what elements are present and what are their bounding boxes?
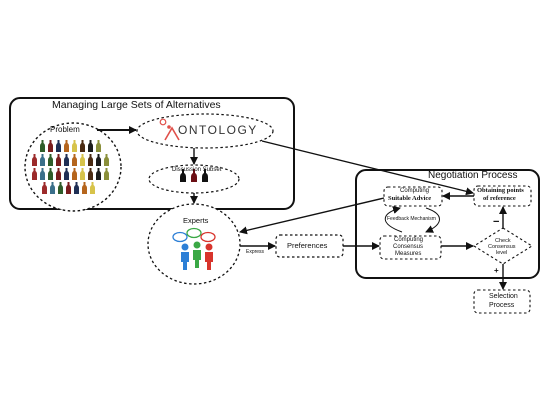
check-line1: Check (495, 238, 511, 244)
alternatives-group-title: Managing Large Sets of Alternatives (52, 99, 221, 111)
problem-label: Problem (50, 125, 80, 134)
reference-line1: Obtaining points (477, 187, 524, 194)
problem-node (24, 122, 122, 212)
bottle (96, 168, 101, 180)
alternatives-group-box (9, 97, 295, 210)
express-label: Express (246, 249, 265, 255)
bottle (72, 140, 77, 152)
bottle (32, 154, 37, 166)
reference-line2: of reference (483, 195, 516, 202)
suitable-advice-line2: Suitable Advice (388, 195, 432, 202)
selection-line1: Selection (489, 293, 518, 300)
plus-label: + (494, 266, 499, 275)
bottle (66, 182, 71, 194)
bottle (88, 140, 93, 152)
bottle (58, 182, 63, 194)
bottle (80, 140, 85, 152)
ontology-label: ONTOLOGY (178, 123, 258, 137)
edge-ontology-reference (261, 140, 474, 196)
ontology-node (136, 113, 274, 149)
minus-label: − (493, 216, 500, 228)
consensus-line2: Consensus (393, 244, 424, 250)
bottle (64, 140, 69, 152)
feedback-loop-arc (384, 206, 403, 233)
obtaining-points-of-reference-node (473, 185, 532, 207)
bottle (48, 154, 53, 166)
bottle-collection-icon (32, 140, 109, 194)
negotiation-group-box (355, 169, 540, 279)
feedback-loop-arc-right (425, 207, 440, 233)
negotiation-group-title: Negotiation Process (428, 170, 518, 181)
computing-consensus-measures-node (379, 235, 442, 260)
bottle (40, 140, 45, 152)
bottle (50, 182, 55, 194)
bottle (104, 168, 109, 180)
bottle (40, 154, 45, 166)
bottle (80, 154, 85, 166)
speech-bubble-icon (172, 227, 216, 243)
bottle (64, 154, 69, 166)
bottle (32, 168, 37, 180)
bottle (56, 168, 61, 180)
suitable-advice-line1: Computing (400, 188, 430, 194)
feedback-mechanism-label: Feedback Mechanism (387, 216, 436, 222)
bottle (40, 168, 45, 180)
bottle (48, 140, 53, 152)
person-icon (181, 241, 213, 270)
preferences-label: Preferences (287, 241, 328, 250)
bottle (48, 168, 53, 180)
selection-line2: Process (489, 302, 515, 309)
bottle (88, 168, 93, 180)
selection-process-node (473, 289, 531, 314)
bottle (96, 154, 101, 166)
bottle (82, 182, 87, 194)
bottle (88, 154, 93, 166)
bottle (90, 182, 95, 194)
consensus-line1: Computing (394, 237, 424, 243)
bottle (96, 140, 101, 152)
bottle (56, 140, 61, 152)
bottle (64, 168, 69, 180)
wine-bottle-icon (180, 169, 208, 182)
bottle (80, 168, 85, 180)
bottle (74, 182, 79, 194)
bottle (104, 154, 109, 166)
experts-label: Experts (183, 216, 209, 225)
bottle (42, 182, 47, 194)
consensus-line3: Measures (395, 251, 422, 257)
check-consensus-level-node (472, 227, 534, 265)
bottle (56, 154, 61, 166)
edge-advice-experts (239, 197, 385, 235)
check-line2: Consensus (488, 244, 516, 250)
check-line3: level (496, 250, 508, 256)
bottle (72, 168, 77, 180)
discussion-subset-label: Discussion Subset (172, 167, 222, 173)
bottle (72, 154, 77, 166)
ontology-logo-icon (159, 118, 180, 141)
